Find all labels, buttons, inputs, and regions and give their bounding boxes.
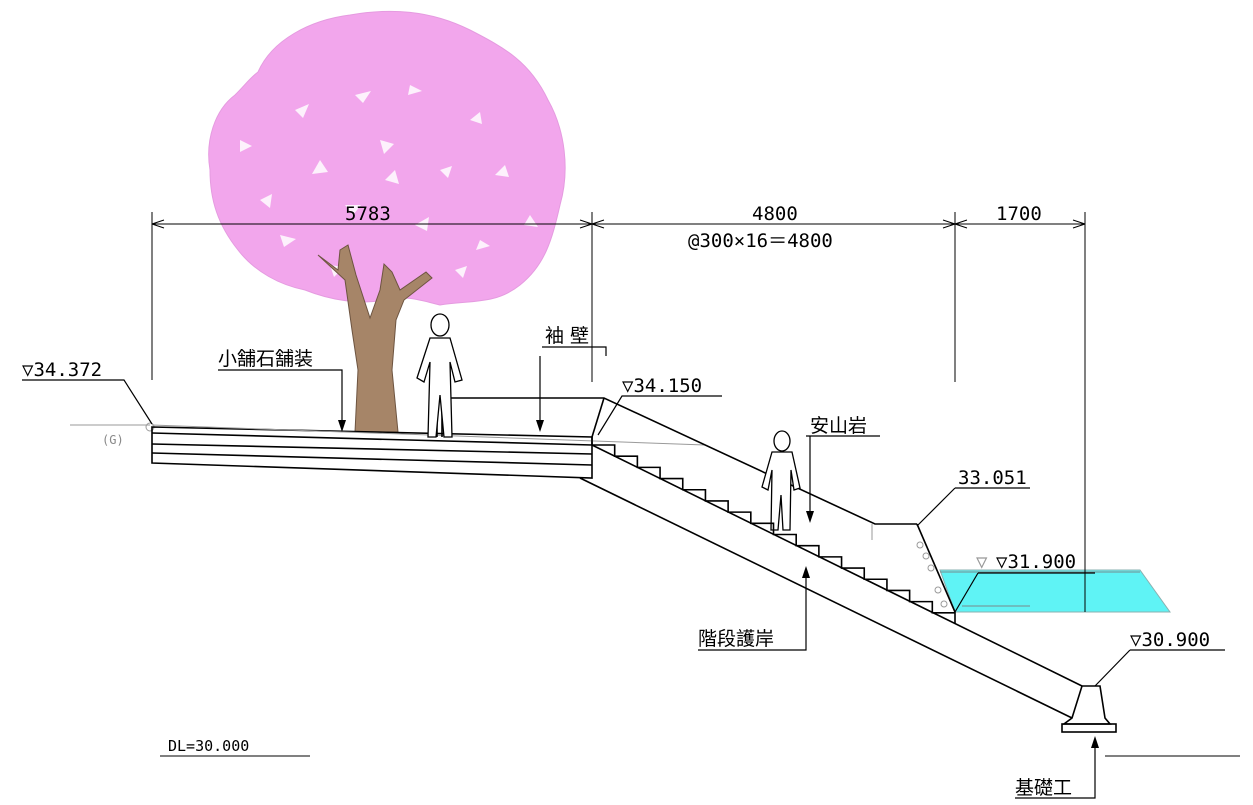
dim-stair-pitch: @300×16＝4800 bbox=[688, 230, 833, 252]
river-water bbox=[939, 569, 1171, 613]
person-figure-left bbox=[416, 313, 463, 438]
label-stair-revetment: 階段護岸 bbox=[698, 628, 774, 650]
stair-profile bbox=[592, 444, 956, 624]
person-figure-right bbox=[761, 430, 801, 531]
leader-lines bbox=[22, 346, 1225, 799]
slope-stones bbox=[916, 541, 948, 608]
leader-arrowheads bbox=[338, 420, 1099, 748]
tree-trunk bbox=[317, 244, 433, 433]
dim-left-width: 5783 bbox=[345, 203, 391, 225]
dim-stair-width: 4800 bbox=[752, 203, 798, 225]
elev-base: ▽30.900 bbox=[1130, 629, 1210, 651]
stair-steps bbox=[592, 444, 956, 624]
elev-top-left: ▽34.372 bbox=[22, 359, 102, 381]
staircase-revetment bbox=[579, 437, 1117, 733]
label-andesite: 安山岩 bbox=[810, 415, 867, 437]
label-paving: 小舗石舗装 bbox=[218, 348, 313, 370]
dim-right-width: 1700 bbox=[996, 203, 1042, 225]
elev-water-level: ▽31.900 bbox=[996, 551, 1076, 573]
label-foundation: 基礎工 bbox=[1015, 777, 1072, 799]
datum-label: DL=30.000 bbox=[168, 737, 249, 755]
water-marker: ▽ bbox=[976, 551, 988, 573]
cherry-tree bbox=[208, 10, 566, 433]
label-wing-wall: 袖 壁 bbox=[545, 325, 589, 347]
tree-canopy bbox=[208, 10, 566, 306]
elev-slope-top: 33.051 bbox=[958, 467, 1027, 489]
dimension-lines bbox=[151, 212, 1086, 612]
pavement-section bbox=[151, 426, 593, 479]
ground-label: (G) bbox=[102, 433, 124, 447]
elev-stair-top: ▽34.150 bbox=[622, 375, 702, 397]
